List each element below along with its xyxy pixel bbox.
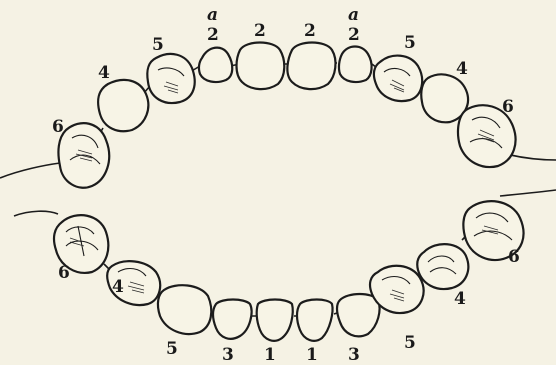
upper-right-lateral-incisor-tooth	[339, 47, 372, 83]
upper-left-wire	[0, 163, 60, 178]
label-upper-left-lateral-2: 2	[207, 25, 219, 45]
upper-left-central-incisor-tooth	[237, 43, 285, 90]
label-upper-left-6: 6	[52, 117, 64, 137]
lower-right-premolar-4-tooth	[417, 244, 468, 289]
upper-right-central-incisor-tooth	[287, 43, 335, 90]
label-lower-left-1: 1	[264, 345, 276, 365]
label-upper-right-central-2: 2	[304, 21, 316, 41]
upper-left-molar-tooth	[58, 123, 109, 188]
label-upper-right-4: 4	[456, 59, 468, 79]
label-upper-right-lateral-2: 2	[348, 25, 360, 45]
lower-right-wire	[500, 190, 556, 196]
label-lower-right-5: 5	[404, 333, 416, 353]
label-upper-right-5: 5	[404, 33, 416, 53]
lower-left-central-incisor-tooth	[257, 300, 293, 341]
lower-left-canine-5-tooth	[158, 285, 211, 334]
label-upper-right-a: a	[348, 5, 359, 25]
label-lower-right-6: 6	[508, 247, 520, 267]
label-upper-left-5: 5	[152, 35, 164, 55]
label-lower-left-6: 6	[58, 263, 70, 283]
upper-left-canine-5-tooth	[147, 54, 194, 103]
upper-left-premolar-4-tooth	[98, 80, 148, 131]
lower-left-lateral-incisor-tooth	[213, 300, 252, 339]
lower-right-central-incisor-tooth	[297, 300, 333, 341]
lower-left-wire	[14, 211, 58, 216]
label-lower-left-5: 5	[166, 339, 178, 359]
label-lower-left-4: 4	[112, 277, 124, 297]
lower-right-lateral-incisor-tooth	[337, 294, 380, 336]
label-upper-right-6: 6	[502, 97, 514, 117]
label-lower-left-3: 3	[222, 345, 234, 365]
label-upper-left-central-2: 2	[254, 21, 266, 41]
upper-left-lateral-incisor-tooth	[199, 48, 232, 82]
label-lower-right-4: 4	[454, 289, 466, 309]
label-lower-right-1: 1	[306, 345, 318, 365]
label-lower-right-3: 3	[348, 345, 360, 365]
label-upper-left-4: 4	[98, 63, 110, 83]
upper-right-canine-5-tooth	[374, 56, 422, 101]
label-upper-left-a: a	[207, 5, 218, 25]
